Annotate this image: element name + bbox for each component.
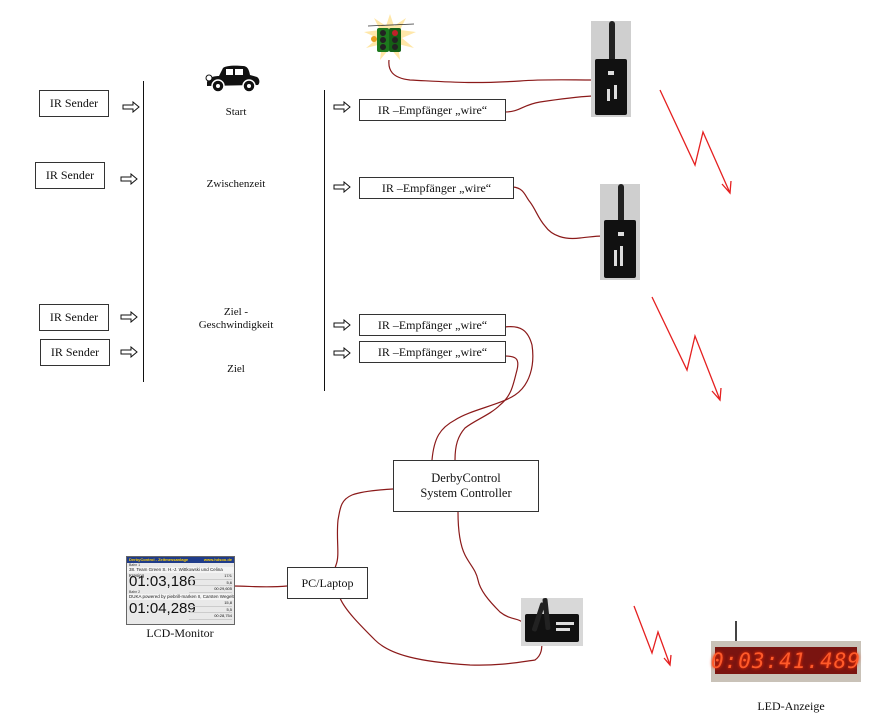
wire-receiver1-transmitter1 <box>504 95 593 113</box>
wire-receiver4-controller <box>454 355 519 461</box>
lcd-monitor-caption: LCD-Monitor <box>146 626 214 640</box>
track-right-line <box>324 90 325 391</box>
track-left-line <box>143 81 144 382</box>
traffic-light-icon <box>364 14 416 60</box>
lcd-stat: 5,5 <box>189 607 232 614</box>
right-arrow-icon <box>333 101 351 113</box>
speed-label-line2: Geschwindigkeit <box>198 319 274 331</box>
ir-sender-speed: IR Sender <box>39 304 109 331</box>
radio-transmitter-icon <box>591 21 631 117</box>
ir-sender-label: IR Sender <box>50 345 100 359</box>
lcd-lane-label: Bahn 1 <box>129 563 141 567</box>
wire-pc-handheld <box>339 597 543 666</box>
lcd-lane-time: 01:03,186 <box>129 573 196 590</box>
lightning-signal-icon <box>651 296 721 401</box>
lcd-stat: 5,6 <box>189 580 232 587</box>
station-split-label: Zwischenzeit <box>206 178 266 190</box>
lcd-stat: 00:29,605 <box>189 586 232 593</box>
vintage-car-icon <box>205 65 260 93</box>
ir-receiver-label: IR –Empfänger „wire“ <box>377 102 488 117</box>
lcd-team-name: DUKA powered by piebrill-marken II, Cars… <box>127 594 234 600</box>
lcd-title-bar: DerbyControl - Zeitmessanlage www.hdsoo.d… <box>127 557 234 563</box>
radio-transmitter-icon <box>600 184 640 280</box>
station-finish-label: Ziel <box>227 363 245 375</box>
wire-receiver3-controller <box>431 325 534 461</box>
ir-receiver-speed: IR –Empfänger „wire“ <box>359 314 506 336</box>
ir-sender-split: IR Sender <box>35 162 105 189</box>
station-speed-label: Ziel - Geschwindigkeit <box>186 306 286 332</box>
speed-label-line1: Ziel - <box>223 306 249 318</box>
wire-controller-pc <box>333 488 394 574</box>
right-arrow-icon <box>122 101 140 113</box>
lcd-lane-time: 01:04,289 <box>129 600 196 617</box>
wire-lcd-pc <box>232 585 288 588</box>
lcd-stat: 00:28,754 <box>189 613 232 620</box>
system-controller-box: DerbyControl System Controller <box>393 460 539 512</box>
right-arrow-icon <box>333 319 351 331</box>
led-digits: 0:03:41.489 <box>710 648 862 673</box>
pc-laptop-label: PC/Laptop <box>301 575 354 590</box>
ir-sender-label: IR Sender <box>49 96 99 110</box>
controller-title: DerbyControl <box>431 471 501 485</box>
ir-receiver-start: IR –Empfänger „wire“ <box>359 99 506 121</box>
lcd-url: www.hdsoo.de <box>203 557 232 562</box>
right-arrow-icon <box>120 173 138 185</box>
lightning-signal-icon <box>659 89 731 194</box>
ir-sender-start: IR Sender <box>39 90 109 117</box>
right-arrow-icon <box>333 347 351 359</box>
led-display: 0:03:41.489 <box>710 621 862 682</box>
lcd-team-name: 38. Team Green S. H.-J. Wittkowski und C… <box>127 567 234 578</box>
ir-sender-label: IR Sender <box>49 310 99 324</box>
ir-receiver-label: IR –Empfänger „wire“ <box>381 180 492 195</box>
pc-laptop-box: PC/Laptop <box>287 567 368 599</box>
ir-receiver-label: IR –Empfänger „wire“ <box>377 317 488 332</box>
ir-receiver-finish: IR –Empfänger „wire“ <box>359 341 506 363</box>
lcd-title: DerbyControl - Zeitmessanlage <box>129 557 189 562</box>
lightning-signal-icon <box>633 605 671 666</box>
right-arrow-icon <box>120 346 138 358</box>
right-arrow-icon <box>120 311 138 323</box>
lcd-monitor-screen: DerbyControl - Zeitmessanlage www.hdsoo.d… <box>126 556 235 625</box>
wire-traffic-light-transmitter <box>388 59 593 84</box>
ir-sender-label: IR Sender <box>45 168 95 182</box>
controller-subtitle: System Controller <box>420 486 512 500</box>
lcd-stat: 15,8 <box>189 600 232 607</box>
ir-receiver-label: IR –Empfänger „wire“ <box>377 344 488 359</box>
right-arrow-icon <box>333 181 351 193</box>
wire-controller-handheld <box>457 511 523 623</box>
station-start-label: Start <box>225 106 247 118</box>
led-display-caption: LED-Anzeige <box>757 699 825 713</box>
ir-sender-finish: IR Sender <box>40 339 110 366</box>
handheld-controller-icon <box>521 597 583 646</box>
led-antenna <box>735 621 737 641</box>
lcd-stat: 17/1 <box>189 573 232 580</box>
wire-receiver2-transmitter2 <box>512 186 603 240</box>
lcd-lane-label: Bahn 2 <box>129 590 141 594</box>
ir-receiver-split: IR –Empfänger „wire“ <box>359 177 514 199</box>
